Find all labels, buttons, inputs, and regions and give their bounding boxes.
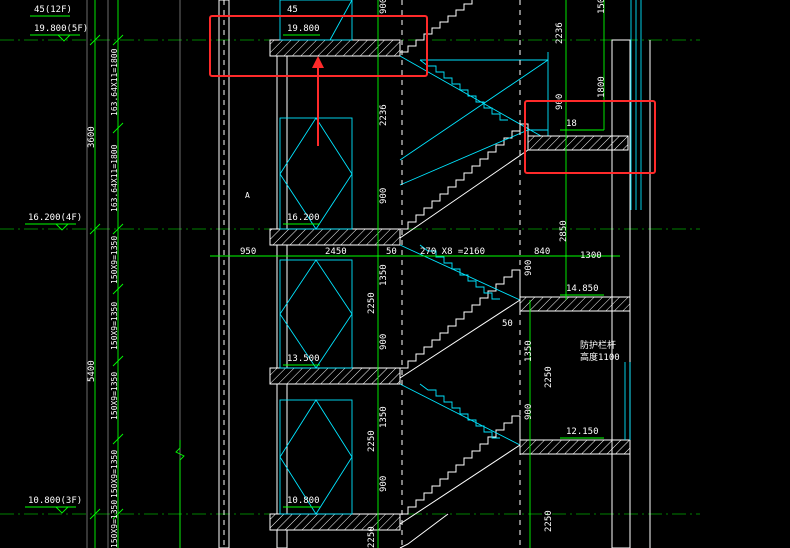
- dim-2850: 2850: [559, 220, 569, 242]
- dim-2236-a: 2236: [379, 104, 389, 126]
- dim-900-f: 900: [524, 404, 534, 420]
- riser-dims: 163.64X11=1800 163.64X11=1800 150X9=1350…: [110, 48, 119, 548]
- railing-height-note: 高度1100: [580, 351, 620, 363]
- dim-3600: 3600: [87, 126, 97, 148]
- elevation-labels: 45(12F) 19.800(5F) 16.200(4F) 10.800(3F): [25, 5, 88, 514]
- review-markup: [209, 15, 656, 174]
- left-windows: [279, 0, 353, 515]
- right-window-dims: 2236 900 1800 150 2850 900 1350 2250 900…: [367, 0, 607, 548]
- dim-900-e: 900: [524, 260, 534, 276]
- right-facade-windows: [624, 0, 651, 548]
- dim-150: 150: [597, 0, 607, 14]
- dim-riser-3: 150X9=1350: [110, 236, 119, 284]
- dim-2250-a: 2250: [367, 292, 377, 314]
- dim-2450: 2450: [325, 247, 347, 257]
- dim-840: 840: [534, 247, 550, 257]
- dim-1350-c: 1350: [524, 340, 534, 362]
- right-landing-elevations: 18 14.850 12.150: [560, 119, 604, 439]
- elev-12150: 12.150: [566, 427, 599, 437]
- elev-10800: 10.800: [287, 496, 320, 506]
- elevation-5f-label: 19.800(5F): [34, 24, 88, 34]
- left-window-dims: 2236 900 2250 1350 900 2250 1350 900 900: [367, 0, 389, 548]
- left-dimension-chain: [89, 0, 124, 548]
- dim-950: 950: [240, 247, 256, 257]
- dim-900-top: 900: [379, 0, 389, 14]
- elevation-4f-label: 16.200(4F): [28, 213, 82, 223]
- elev-14850: 14.850: [566, 284, 599, 294]
- dim-2236-b: 2236: [555, 22, 565, 44]
- dim-45: 45: [287, 5, 298, 15]
- dim-900-c: 900: [379, 476, 389, 492]
- dim-2250-c: 2250: [544, 366, 554, 388]
- dim-riser-6: 150X9=1350: [110, 450, 119, 498]
- elev-13500: 13.500: [287, 354, 320, 364]
- dim-50-b: 50: [502, 319, 513, 329]
- dim-2250-e: 2250: [367, 526, 377, 548]
- left-landing-elevations: 19.800 16.200 13.500 10.800 45: [283, 5, 320, 508]
- elevation-3f-label: 10.800(3F): [28, 496, 82, 506]
- stair-flights: [399, 0, 549, 548]
- dim-900-a: 900: [379, 188, 389, 204]
- dim-50-a: 50: [386, 247, 397, 257]
- elev-18: 18: [566, 119, 577, 129]
- dim-2250-d: 2250: [544, 510, 554, 532]
- dim-riser-7: 150X9=1350: [110, 500, 119, 548]
- dim-riser-5: 150X9=1350: [110, 372, 119, 420]
- left-wall: 950 A: [210, 0, 270, 548]
- dim-1350-a: 1350: [379, 264, 389, 286]
- mid-horizontal-dims: 2450 50 270 X8 =2160 840 1300 50: [220, 247, 620, 329]
- level-lines: [0, 0, 700, 548]
- landing-slabs-left: [269, 39, 401, 548]
- dim-1350-b: 1350: [379, 406, 389, 428]
- elev-16200: 16.200: [287, 213, 320, 223]
- dim-900-b: 900: [379, 334, 389, 350]
- dim-riser-1: 163.64X11=1800: [110, 48, 119, 116]
- dim-1800: 1800: [597, 76, 607, 98]
- highlight-box-right: [524, 100, 656, 174]
- dim-tread: 270 X8 =2160: [420, 247, 485, 257]
- dim-riser-4: 150X9=1350: [110, 302, 119, 350]
- break-symbol: [175, 440, 185, 548]
- dim-riser-2: 163.64X11=1800: [110, 144, 119, 212]
- mark-a: A: [245, 191, 250, 200]
- dim-5400: 5400: [87, 360, 97, 382]
- dim-2250-b: 2250: [367, 430, 377, 452]
- railing-note: 防护栏杆: [580, 339, 616, 351]
- elevation-top-label: 45(12F): [34, 5, 72, 15]
- dim-1300: 1300: [580, 251, 602, 261]
- landing-slabs-right: [519, 39, 631, 548]
- elev-19800: 19.800: [287, 24, 320, 34]
